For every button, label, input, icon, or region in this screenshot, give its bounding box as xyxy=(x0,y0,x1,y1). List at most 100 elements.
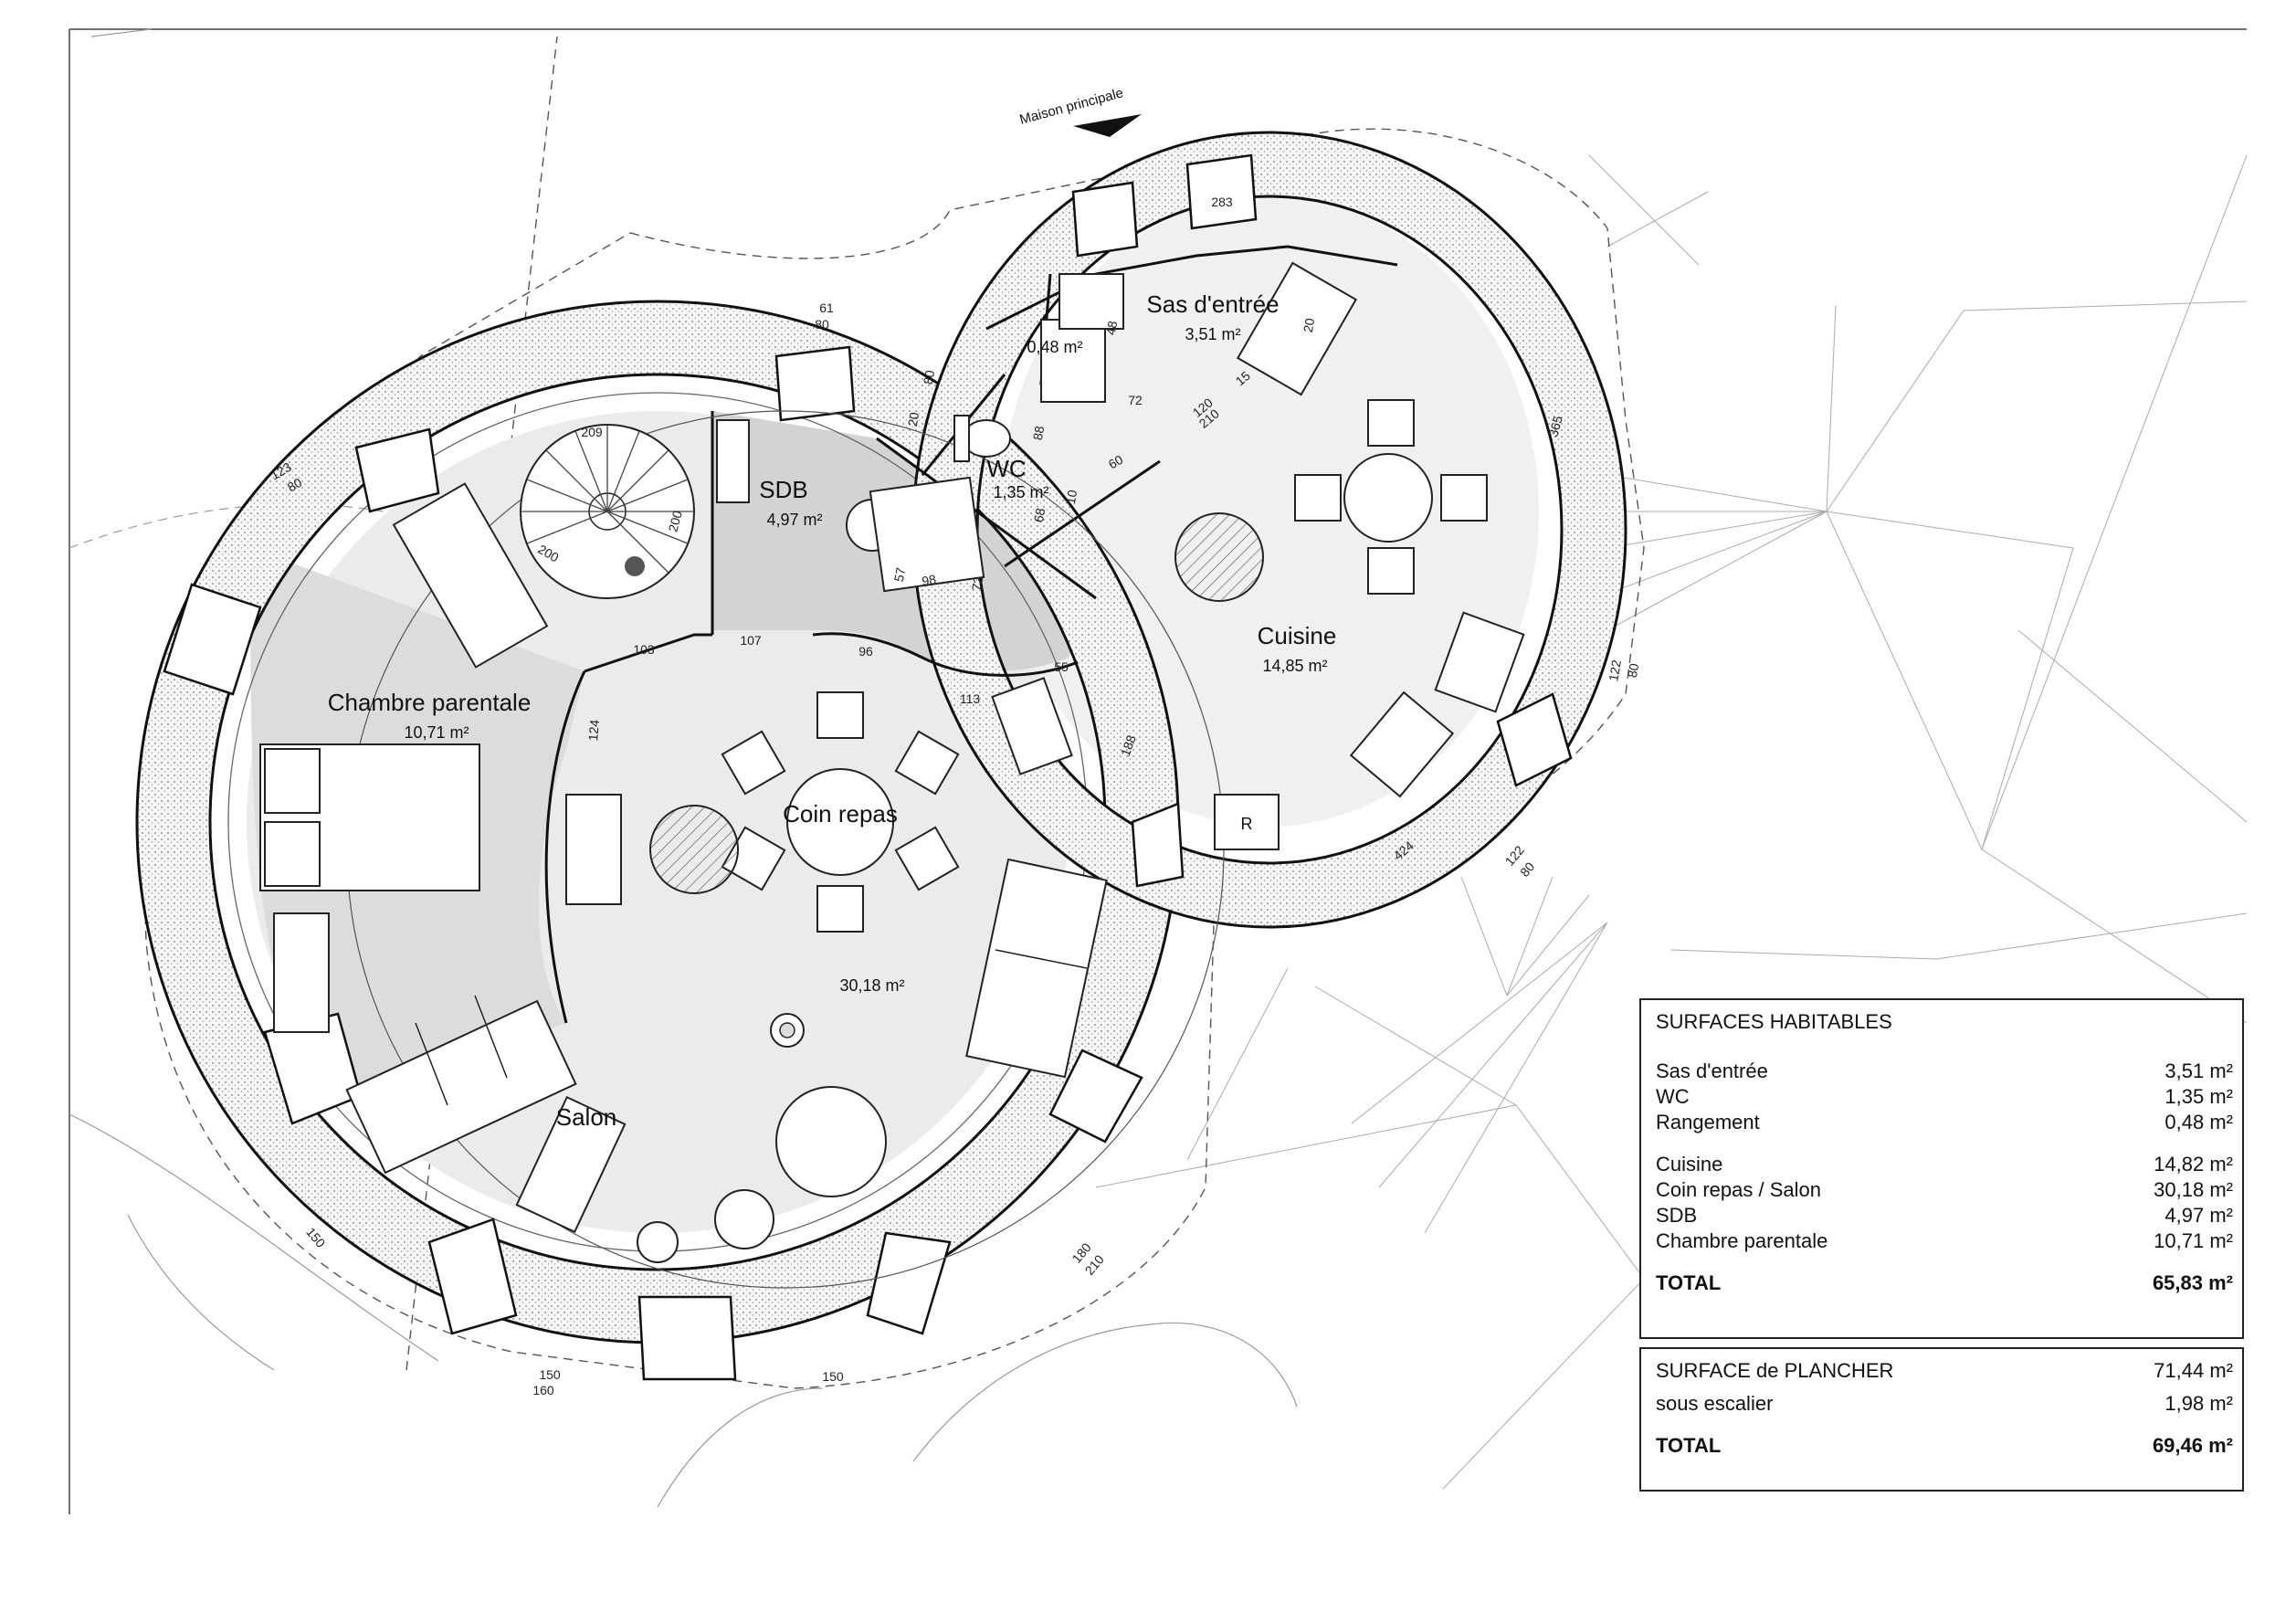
dimension-label: 20 xyxy=(1301,317,1317,333)
person-figure xyxy=(770,1013,805,1048)
surface-value: 0,48 m² xyxy=(2164,1111,2233,1133)
room-area-coin-repas: 30,18 m² xyxy=(839,976,904,995)
dimension-label: 107 xyxy=(740,633,762,648)
dimension-label: 188 xyxy=(1118,733,1139,758)
surface-label: Coin repas / Salon xyxy=(1656,1178,1821,1201)
dimension-label: 98 xyxy=(921,572,937,588)
surface-value: 10,71 m² xyxy=(2154,1229,2233,1252)
dimension-label: 57 xyxy=(891,566,908,583)
surface-label: WC xyxy=(1656,1085,1690,1108)
room-name-sdb: SDB xyxy=(759,476,807,503)
sofa-right xyxy=(965,858,1108,1079)
total-label: TOTAL xyxy=(1656,1271,1722,1294)
surfaces-habitables-title: SURFACES HABITABLES xyxy=(1656,1010,1892,1033)
windows xyxy=(163,153,1573,1381)
dining-table xyxy=(721,691,960,933)
surface-label: Rangement xyxy=(1656,1111,1760,1133)
room-area-chambre: 10,71 m² xyxy=(404,723,469,742)
room-area-wc: 1,35 m² xyxy=(993,483,1048,501)
north-arrow-icon xyxy=(1073,114,1142,137)
room-area-rangement: 0,48 m² xyxy=(1027,338,1082,356)
dimension-label: 48 xyxy=(1103,320,1120,336)
room-name-chambre: Chambre parentale xyxy=(328,689,532,716)
dimension-label: 68 xyxy=(1031,507,1048,523)
dimension-label: 283 xyxy=(1211,195,1233,209)
surface-plancher-header: SURFACE de PLANCHER 71,44 m² xyxy=(1641,1349,2242,1391)
kitchen-counter xyxy=(1214,261,1525,850)
surface-label: sous escalier xyxy=(1656,1392,1774,1415)
dimension-label: 10 xyxy=(1063,489,1080,505)
total-value: 65,83 m² xyxy=(2152,1271,2233,1294)
sas-storage xyxy=(1040,273,1124,403)
dimension-label: 20 xyxy=(905,411,922,427)
dimension-label: 80 xyxy=(1517,859,1537,880)
surface-plancher-title: SURFACE de PLANCHER xyxy=(1656,1359,1894,1382)
dimension-label: 160 xyxy=(532,1383,554,1397)
total-label: TOTAL xyxy=(1656,1434,1722,1457)
surface-value: 30,18 m² xyxy=(2154,1178,2233,1201)
surface-value: 14,82 m² xyxy=(2154,1153,2233,1175)
dimension-label: 55 xyxy=(1054,659,1069,674)
drawing-frame xyxy=(68,28,2247,1514)
surface-row: Sas d'entrée 3,51 m² xyxy=(1641,1059,2242,1084)
coffee-tables xyxy=(515,677,1073,1263)
dimension-label: 365 xyxy=(1545,414,1565,438)
dimension-label: 150 xyxy=(539,1367,561,1382)
room-name-coin-repas: Coin repas xyxy=(783,800,898,828)
surface-label: Chambre parentale xyxy=(1656,1229,1828,1252)
room-area-cuisine: 14,85 m² xyxy=(1262,657,1327,675)
dimension-label: 113 xyxy=(960,691,981,706)
dimension-label: 124 xyxy=(585,719,602,742)
dimension-label: 80 xyxy=(285,475,305,495)
dimension-label: 200 xyxy=(665,509,685,533)
room-area-sdb: 4,97 m² xyxy=(766,511,822,529)
dimension-label: 209 xyxy=(581,425,603,439)
surface-value: 3,51 m² xyxy=(2164,1060,2233,1082)
dimension-label: 88 xyxy=(1030,425,1047,441)
dimension-label: 61 xyxy=(819,300,834,315)
room-area-sas: 3,51 m² xyxy=(1185,325,1240,343)
surface-label: SDB xyxy=(1656,1204,1698,1227)
room-name-cuisine: Cuisine xyxy=(1258,622,1337,649)
room-name-wc: WC xyxy=(986,455,1026,482)
dimension-label: 96 xyxy=(858,644,873,659)
fridge-label: R xyxy=(1241,815,1253,833)
surfaces-total-row: TOTAL 65,83 m² xyxy=(1641,1270,2242,1296)
surface-label: Sas d'entrée xyxy=(1656,1060,1768,1082)
wc-toilet xyxy=(953,415,1011,462)
dimension-label: 80 xyxy=(815,317,829,332)
surface-value: 1,35 m² xyxy=(2164,1085,2233,1108)
spiral-staircase xyxy=(520,424,695,599)
room-name-salon: Salon xyxy=(556,1103,617,1131)
surface-row: Coin repas / Salon 30,18 m² xyxy=(1641,1177,2242,1203)
site-triangulation xyxy=(1095,154,2248,1490)
bedroom-cabinet xyxy=(273,482,622,1033)
dimension-label: 72 xyxy=(969,575,985,592)
bathroom-fixtures xyxy=(716,419,985,593)
surface-label: Cuisine xyxy=(1656,1153,1723,1175)
dimension-label: 150 xyxy=(822,1369,844,1384)
surface-row: SDB 4,97 m² xyxy=(1641,1203,2242,1228)
sofa-left xyxy=(345,995,577,1175)
columns xyxy=(649,512,1264,894)
room-name-sas: Sas d'entrée xyxy=(1146,290,1279,318)
dimension-label: 72 xyxy=(1128,393,1143,407)
dimension-label: 60 xyxy=(1106,452,1126,472)
surface-row: Rangement 0,48 m² xyxy=(1641,1110,2242,1135)
surface-row: Cuisine 14,82 m² xyxy=(1641,1152,2242,1177)
dimension-label: 80 xyxy=(921,369,937,385)
dimension-label: 80 xyxy=(1625,662,1641,679)
surface-value: 4,97 m² xyxy=(2164,1204,2233,1227)
surface-row: Chambre parentale 10,71 m² xyxy=(1641,1228,2242,1254)
bed xyxy=(259,743,480,891)
surface-value: 1,98 m² xyxy=(2164,1392,2233,1415)
surface-plancher-value: 71,44 m² xyxy=(2154,1359,2233,1382)
dimension-label: 103 xyxy=(633,642,655,657)
surface-row: WC 1,35 m² xyxy=(1641,1084,2242,1110)
dimension-label: 122 xyxy=(1606,659,1624,682)
surface-row: sous escalier 1,98 m² xyxy=(1641,1391,2242,1417)
total-value: 69,46 m² xyxy=(2152,1434,2233,1457)
kitchen-table xyxy=(1294,399,1488,595)
